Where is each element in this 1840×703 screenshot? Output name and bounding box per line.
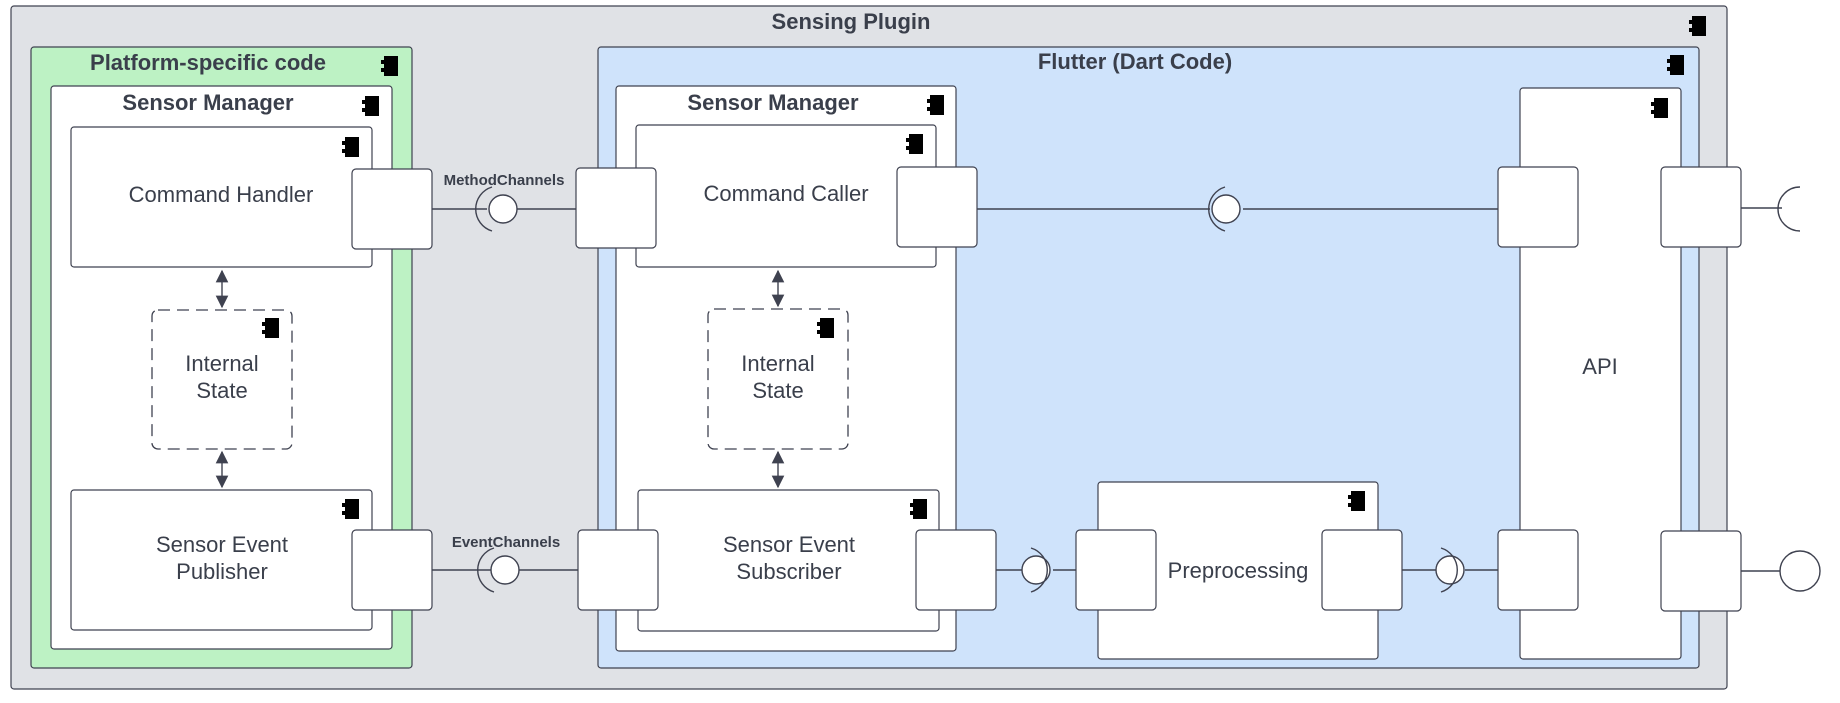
command-handler-port	[351, 168, 433, 250]
flutter-out-port-bottom	[1660, 530, 1742, 612]
preprocessing-label: Preprocessing	[1168, 558, 1309, 583]
api-in-port-top	[1497, 166, 1579, 248]
caller-api-socket	[1208, 186, 1226, 232]
api-in-port-bottom	[1497, 529, 1579, 611]
method-channel-interface-ball	[488, 194, 518, 224]
preprocessing-out-port	[1321, 529, 1403, 611]
subscriber-preprocessing-interface-ball	[1021, 555, 1051, 585]
sensor-event-subscriber-line1: Sensor Event	[723, 532, 855, 557]
flutter-out-port-top	[1660, 166, 1742, 248]
platform-specific-title: Platform-specific code	[90, 50, 326, 75]
flutter-internal-state-line2: State	[752, 378, 803, 403]
platform-sensor-manager-title: Sensor Manager	[122, 90, 294, 115]
flutter-manager-method-port	[575, 167, 657, 249]
flutter-sensor-manager-title: Sensor Manager	[687, 90, 859, 115]
sensor-event-subscriber-line2: Subscriber	[736, 559, 841, 584]
sensor-event-publisher-line2: Publisher	[176, 559, 268, 584]
flutter-title: Flutter (Dart Code)	[1038, 49, 1232, 74]
event-channel-interface-ball	[490, 555, 520, 585]
platform-internal-state-line1: Internal	[185, 351, 258, 376]
preprocessing-api-interface-ball	[1435, 555, 1465, 585]
method-channel-socket	[475, 186, 493, 232]
platform-internal-state-line2: State	[196, 378, 247, 403]
preprocessing-api-socket	[1440, 547, 1458, 593]
command-caller-port	[896, 166, 978, 248]
preprocessing-in-port	[1075, 529, 1157, 611]
subscriber-preprocessing-socket	[1030, 547, 1048, 593]
api-provided-socket-top	[1777, 186, 1801, 232]
publisher-port	[351, 529, 433, 611]
event-channels-label: EventChannels	[452, 534, 560, 551]
flutter-manager-event-port	[577, 529, 659, 611]
method-channels-label: MethodChannels	[444, 172, 565, 189]
command-handler-label: Command Handler	[129, 182, 314, 207]
caller-api-interface-ball	[1211, 194, 1241, 224]
flutter-internal-state-line1: Internal	[741, 351, 814, 376]
event-channel-socket	[477, 547, 495, 593]
sensing-plugin-title: Sensing Plugin	[772, 9, 931, 34]
flutter-internal-state	[707, 308, 849, 450]
api-provided-interface-bottom	[1779, 550, 1821, 592]
platform-internal-state	[151, 309, 293, 450]
api-label: API	[1582, 354, 1617, 379]
sensor-event-publisher-line1: Sensor Event	[156, 532, 288, 557]
command-caller-label: Command Caller	[703, 181, 868, 206]
subscriber-port	[915, 529, 997, 611]
